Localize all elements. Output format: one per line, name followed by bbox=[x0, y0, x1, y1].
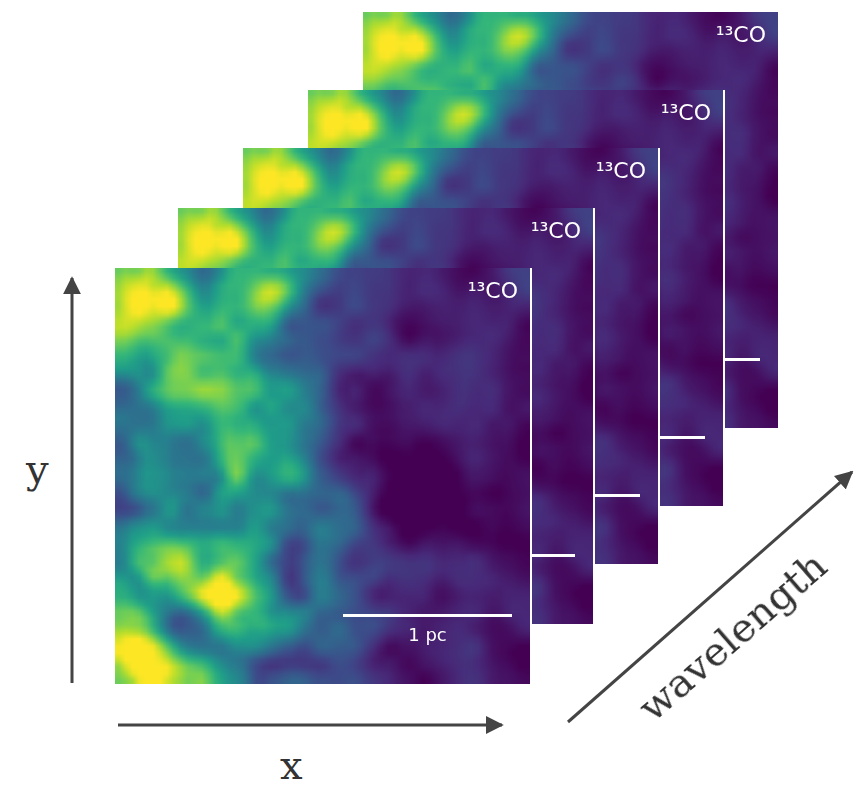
y-axis-arrow bbox=[71, 278, 74, 683]
tracer-label: ¹³CO bbox=[661, 100, 711, 126]
wavelength-axis-label: wavelength bbox=[629, 542, 836, 730]
map-panel: ¹³CO 1 pc bbox=[115, 268, 532, 684]
x-axis-arrow bbox=[118, 724, 502, 727]
x-axis-label: x bbox=[280, 742, 303, 788]
y-axis-label: y bbox=[26, 446, 49, 492]
tracer-label: ¹³CO bbox=[531, 218, 581, 244]
tracer-label: ¹³CO bbox=[716, 22, 766, 48]
scale-bar bbox=[343, 614, 512, 617]
tracer-label: ¹³CO bbox=[468, 278, 518, 304]
tracer-label: ¹³CO bbox=[596, 158, 646, 184]
scale-label: 1 pc bbox=[323, 624, 532, 646]
intensity-map bbox=[115, 268, 530, 684]
